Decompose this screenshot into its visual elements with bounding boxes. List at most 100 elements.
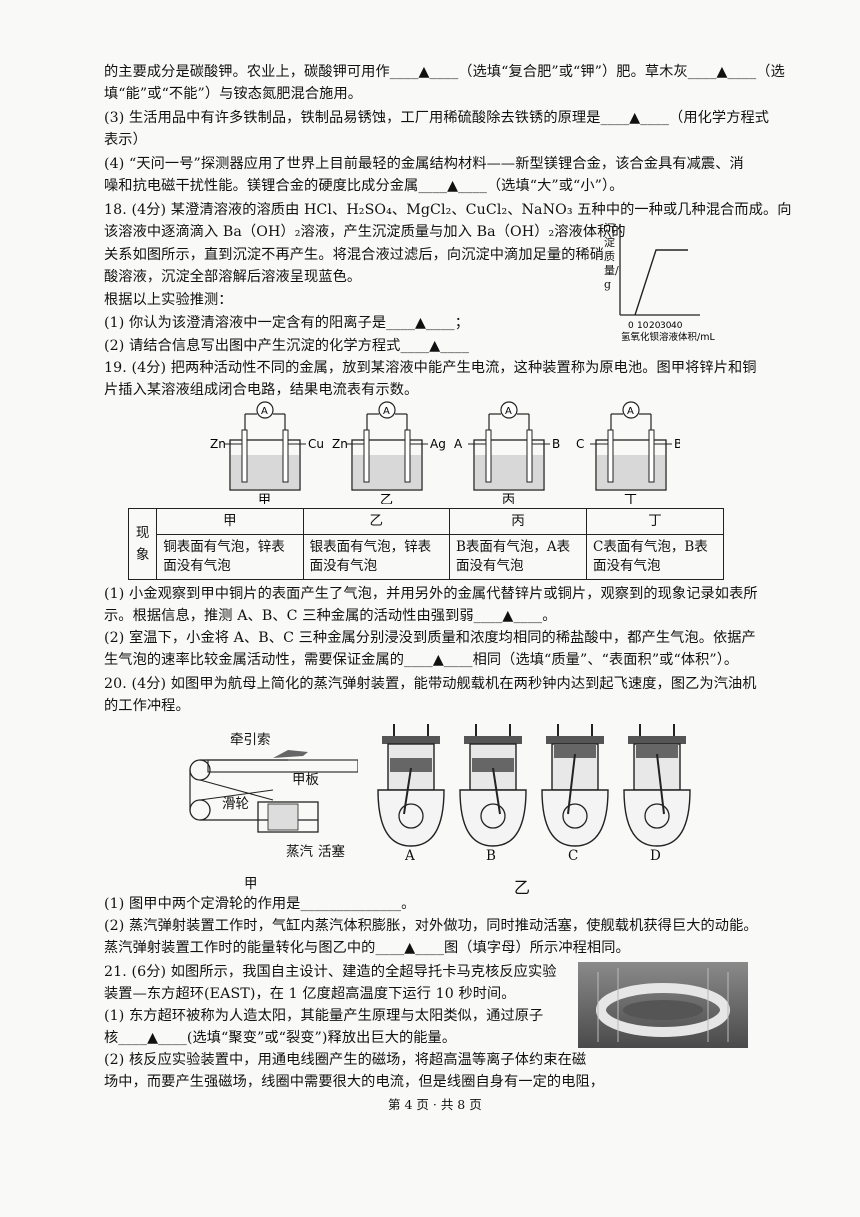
table-side-label: 现象 (127, 508, 158, 580)
beaker (229, 439, 301, 491)
ammeter-icon (500, 401, 518, 419)
cylinder-head (628, 736, 686, 744)
connecting-rod (567, 753, 576, 815)
x-tick: 10 (637, 321, 649, 331)
text-line: (2) 室温下，小金将 A、B、C 三种金属分别浸没到质量和浓度均相同的稀盐酸中… (104, 630, 756, 646)
ammeter-label: A (261, 406, 268, 417)
crankcase (623, 789, 691, 847)
text-line: (2) 蒸汽弹射装置工作时，气缸内蒸汽体积膨胀，对外做功，同时推动活塞，使舰载机… (104, 918, 758, 934)
cell-caption: 丁 (624, 493, 637, 504)
electrode-right (404, 429, 411, 483)
solution (597, 455, 665, 489)
text-line: (4) “天问一号”探测器应用了世界上目前最轻的金属结构材料——新型镁锂合金，该… (104, 156, 744, 172)
cell-caption: 丙 (502, 493, 515, 504)
cell-caption: 甲 (258, 493, 271, 504)
text-line: 关系如图所示，直到沉淀不再产生。将混合液过滤后，向沉淀中滴加足量的稀硝 (104, 247, 605, 263)
text-line: (3) 生活用品中有许多铁制品，铁制品易锈蚀，工厂用稀硫酸除去铁锈的原理是___… (104, 110, 770, 126)
crankcase (541, 789, 609, 847)
beaker (351, 439, 423, 491)
table-cell: C表面有气泡，B表面没有气泡 (585, 534, 725, 580)
solution (231, 455, 299, 489)
label-rope: 牵引索 (230, 732, 271, 748)
text-line: 核____▲____(选填“聚变”或“裂变”)释放出巨大的能量。 (104, 1030, 457, 1046)
engine-label: B (486, 848, 496, 864)
label-deck: 甲板 (292, 772, 319, 788)
crankcase (459, 789, 527, 847)
electrode-label: C (576, 437, 584, 451)
engine-label: D (650, 848, 661, 864)
electrode-right (526, 429, 533, 483)
electrode-label: Zn (210, 437, 226, 451)
beaker (473, 439, 545, 491)
x-tick: 20 (649, 321, 661, 331)
text-line: (2) 请结合信息写出图中产生沉淀的化学方程式____▲____ (104, 338, 470, 354)
ammeter-label: A (505, 406, 512, 417)
table-cell: 铜表面有气泡，锌表面没有气泡 (156, 534, 304, 580)
engine-label: A (405, 848, 415, 864)
page-footer: 第 4 页 · 共 8 页 (388, 1097, 482, 1112)
piston (267, 803, 299, 831)
text-line: 装置—东方超环(EAST)，在 1 亿度超高温度下运行 10 秒时间。 (104, 986, 516, 1002)
crankshaft (562, 803, 588, 829)
table-header: 丁 (585, 508, 725, 535)
precipitate-graph: 0 10 20 30 40 氢氧化钡溶液体积/mL (619, 224, 715, 342)
x-tick: 30 (660, 321, 672, 331)
text-line: 场中，而要产生强磁场，线圈中需要很大的电流，但是线圈自身有一定的电阻， (104, 1074, 605, 1090)
ammeter-label: A (383, 406, 390, 417)
table-row: 铜表面有气泡，锌表面没有气泡 银表面有气泡，锌表面没有气泡 B表面有气泡，A表面… (129, 534, 725, 580)
electrode-left (607, 429, 614, 483)
crankshaft (644, 803, 670, 829)
table-header: 乙 (302, 508, 451, 535)
text-line: (1) 图甲中两个定滑轮的作用是______________。 (104, 896, 416, 912)
text-line: 该溶液中逐滴滴入 Ba（OH）₂溶液，产生沉淀质量与加入 Ba（OH）₂溶液体积… (104, 224, 626, 240)
pulley-bottom (189, 799, 211, 821)
table-cell: 银表面有气泡，锌表面没有气泡 (302, 534, 451, 580)
piston (636, 744, 678, 758)
text-line: 填“能”或“不能”）与铵态氮肥混合施用。 (104, 86, 363, 102)
table-header: 丙 (449, 508, 587, 535)
question-20: 20. (4分) 如图甲为航母上简化的蒸汽弹射装置，能带动舰载机在两秒钟内达到起… (104, 676, 757, 692)
catapult-figure (189, 750, 358, 833)
question-19: 19. (4分) 把两种活动性不同的金属，放到某溶液中能产生电流，这种装置称为原… (104, 360, 757, 376)
electrode-right (282, 429, 289, 483)
plane-icon (273, 750, 308, 758)
question-21: 21. (6分) 如图所示，我国自主设计、建造的全超导托卡马克核反应实验 (104, 964, 557, 980)
solution (353, 455, 421, 489)
cylinder-head (382, 736, 440, 744)
text-line: (1) 小金观察到甲中铜片的表面产生了气泡，并用另外的金属代替锌片或铜片，观察到… (104, 586, 758, 602)
engine-label: C (568, 848, 579, 864)
figure-caption: 乙 (514, 878, 531, 897)
east-photo (578, 962, 748, 1048)
cylinder (257, 801, 319, 833)
crankshaft (480, 803, 506, 829)
figure-caption: 甲 (244, 876, 258, 892)
cell-caption: 乙 (380, 493, 393, 504)
table-header: 甲 (156, 508, 304, 535)
text-line: (2) 核反应实验装置中，用通电线圈产生的磁场，将超高温等离子体约束在磁 (104, 1052, 587, 1068)
text-line: 的工作冲程。 (104, 698, 190, 714)
electrode-label: A (454, 437, 463, 451)
engine-strokes-figure (377, 724, 691, 847)
electrode-label: Ag (430, 437, 446, 451)
crankcase (377, 789, 445, 847)
connecting-rod (403, 767, 412, 815)
connecting-rod (492, 767, 501, 815)
x-tick: 0 (628, 321, 634, 331)
question-18: 18. (4分) 某澄清溶液的溶质由 HCl、H₂SO₄、MgCl₂、CuCl₂… (104, 202, 792, 218)
x-tick: 40 (671, 321, 683, 331)
electrode-right (648, 429, 655, 483)
electrode-left (363, 429, 370, 483)
text-line: (1) 你认为该澄清溶液中一定含有的阳离子是____▲____； (104, 315, 470, 331)
text-line: 酸溶液，沉淀全部溶解后溶液呈现蓝色。 (104, 269, 362, 285)
text-line: 生气泡的速率比较金属活动性，需要保证金属的____▲____相同（选填“质量”、… (104, 652, 739, 668)
electrode-left (241, 429, 248, 483)
curve (634, 249, 688, 316)
cylinder-head (464, 736, 522, 744)
crankshaft (398, 803, 424, 829)
text-line: 蒸汽弹射装置工作时的能量转化与图乙中的____▲____图（填字母）所示冲程相同… (104, 940, 630, 956)
electrode-label: B (552, 437, 560, 451)
x-axis-label: 氢氧化钡溶液体积/mL (621, 331, 715, 342)
text-line: (1) 东方超环被称为人造太阳，其能量产生原理与太阳类似，通过原子 (104, 1008, 544, 1024)
